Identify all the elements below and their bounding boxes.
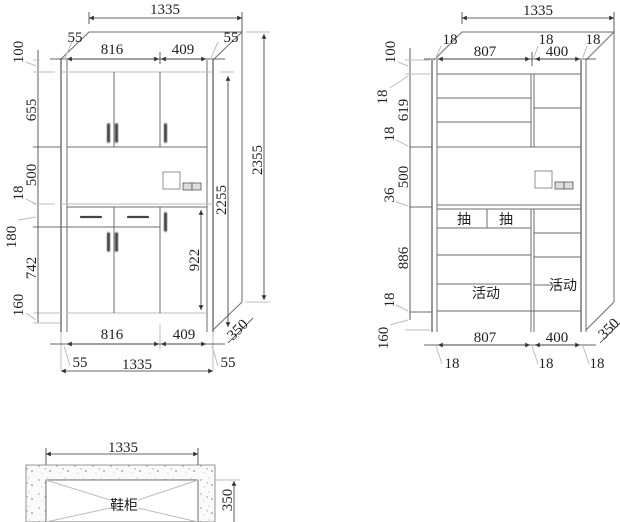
svg-text:655: 655 (24, 99, 40, 122)
svg-text:18: 18 (590, 356, 605, 372)
svg-text:350: 350 (225, 317, 252, 344)
svg-text:55: 55 (224, 30, 239, 46)
svg-text:409: 409 (172, 42, 195, 58)
svg-text:55: 55 (68, 30, 83, 46)
svg-text:400: 400 (546, 44, 569, 60)
plan-view: 1335 鞋柜 350 (25, 440, 240, 522)
dim-overall-width-top: 1335 (461, 3, 615, 34)
dim-left-heights: 100 655 500 18 180 742 160 (4, 41, 60, 324)
svg-text:18: 18 (539, 32, 554, 48)
svg-text:1335: 1335 (108, 440, 138, 456)
svg-text:500: 500 (24, 164, 40, 187)
svg-text:36: 36 (382, 187, 398, 203)
dim-bottom-segments: 816 409 55 55 1335 (50, 325, 236, 374)
door-handles-lower (106, 231, 119, 253)
svg-text:180: 180 (4, 226, 20, 249)
svg-text:350: 350 (596, 316, 620, 343)
svg-text:18: 18 (375, 90, 391, 105)
svg-text:922: 922 (187, 249, 203, 272)
svg-text:816: 816 (101, 42, 124, 58)
power-socket-icon (162, 171, 202, 191)
svg-text:55: 55 (73, 355, 88, 371)
svg-text:55: 55 (221, 355, 236, 371)
svg-text:18: 18 (539, 356, 554, 372)
dim-label: 1335 (150, 2, 180, 18)
svg-text:619: 619 (396, 99, 412, 122)
drawer-label-right: 抽 (499, 212, 513, 228)
svg-text:18: 18 (445, 356, 460, 372)
svg-text:807: 807 (474, 44, 497, 60)
svg-text:409: 409 (173, 327, 196, 343)
svg-text:350: 350 (220, 489, 236, 512)
front-elevation: 1335 (4, 2, 270, 374)
svg-text:1335: 1335 (122, 357, 152, 373)
door-handles-upper (106, 122, 168, 144)
svg-text:2255: 2255 (214, 185, 230, 215)
svg-text:18: 18 (382, 293, 398, 308)
svg-text:400: 400 (546, 330, 569, 346)
power-socket-icon (534, 170, 574, 190)
svg-text:2355: 2355 (250, 145, 266, 175)
svg-text:18: 18 (586, 32, 601, 48)
adjustable-shelf-label-right: 活动 (549, 278, 577, 294)
dim-top-segments: 816 409 55 55 (50, 30, 239, 64)
svg-text:816: 816 (101, 327, 124, 343)
drawer-label-left: 抽 (457, 212, 471, 228)
dim-overall-width-top: 1335 (88, 2, 243, 34)
adjustable-shelf-label-left: 活动 (472, 286, 500, 302)
shoe-cabinet-label: 鞋柜 (110, 498, 138, 514)
svg-text:18: 18 (382, 127, 398, 142)
svg-text:18: 18 (443, 32, 458, 48)
dim-top-segments: 807 400 18 18 18 (424, 32, 601, 66)
svg-text:886: 886 (396, 246, 412, 269)
svg-text:160: 160 (376, 327, 392, 350)
dim-bottom-segments: 807 400 18 18 18 (424, 330, 605, 372)
section-elevation: 1335 (375, 3, 620, 372)
svg-text:807: 807 (474, 330, 497, 346)
svg-text:500: 500 (396, 166, 412, 189)
svg-text:160: 160 (11, 294, 27, 317)
drawer-handles (79, 211, 168, 233)
dim-left-heights: 100 18 619 18 500 36 886 18 160 (375, 41, 432, 350)
svg-text:1335: 1335 (523, 3, 553, 19)
svg-text:18: 18 (11, 186, 27, 201)
svg-text:100: 100 (11, 41, 27, 64)
svg-text:742: 742 (24, 257, 40, 280)
svg-text:100: 100 (383, 41, 399, 64)
